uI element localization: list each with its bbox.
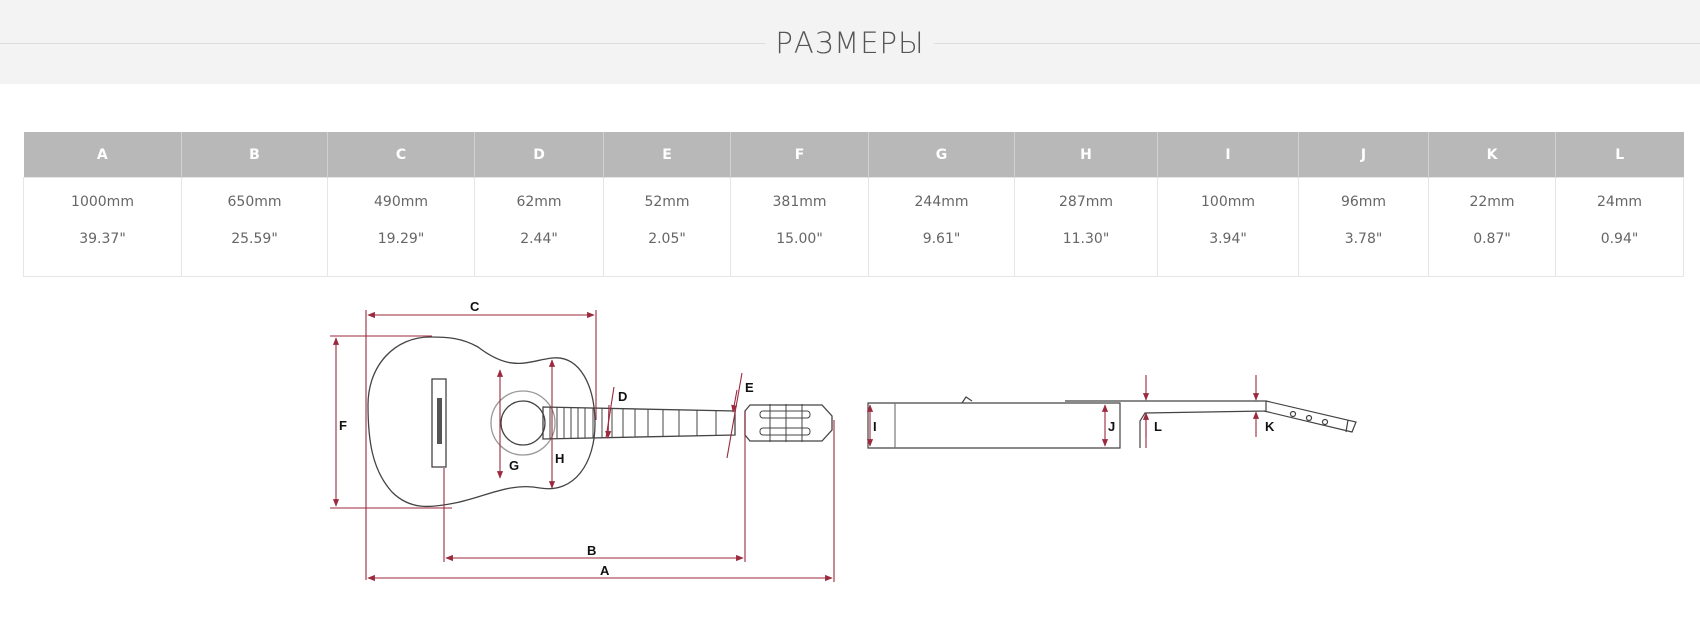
column-header-c: C bbox=[327, 132, 475, 178]
table-row: 1000mm 39.37" 650mm 25.59" 490mm 19.29" 62m… bbox=[23, 177, 1684, 277]
value-inch: 25.59" bbox=[231, 231, 278, 247]
guitar-front-view bbox=[367, 336, 833, 508]
table-header-row: A B C D E F G H I J K L bbox=[23, 132, 1684, 178]
value-inch: 11.30" bbox=[1062, 231, 1110, 247]
label-d: D bbox=[618, 389, 627, 404]
column-header-a: A bbox=[23, 132, 182, 178]
table-cell-a: 1000mm 39.37" bbox=[23, 177, 182, 277]
value-mm: 96mm bbox=[1340, 194, 1387, 210]
table-cell-e: 52mm 2.05" bbox=[603, 177, 731, 277]
page-title: РАЗМЕРЫ bbox=[765, 22, 935, 64]
value-inch: 2.44" bbox=[520, 231, 558, 247]
value-inch: 0.87" bbox=[1473, 231, 1511, 247]
value-mm: 490mm bbox=[374, 194, 428, 210]
guitar-side-view bbox=[867, 396, 1357, 449]
value-inch: 0.94" bbox=[1600, 231, 1639, 247]
neck bbox=[542, 406, 736, 440]
label-f: F bbox=[339, 418, 347, 433]
value-inch: 15.00" bbox=[776, 231, 823, 247]
value-mm: 381mm bbox=[772, 194, 827, 210]
value-mm: 22mm bbox=[1469, 194, 1515, 210]
sound-hole bbox=[500, 400, 546, 446]
value-inch: 39.37" bbox=[79, 231, 126, 247]
bridge bbox=[431, 378, 447, 468]
side-neck bbox=[1065, 400, 1267, 448]
label-h: H bbox=[555, 451, 564, 466]
value-inch: 2.05" bbox=[648, 231, 686, 247]
headstock bbox=[744, 404, 833, 442]
value-inch: 9.61" bbox=[922, 231, 961, 247]
value-mm: 1000mm bbox=[71, 194, 134, 210]
label-g: G bbox=[509, 458, 519, 473]
value-inch: 19.29" bbox=[377, 231, 425, 247]
value-mm: 287mm bbox=[1059, 194, 1113, 210]
frets bbox=[549, 407, 717, 439]
value-inch: 3.78" bbox=[1344, 231, 1383, 247]
side-headstock bbox=[1263, 400, 1357, 433]
saddle bbox=[437, 398, 442, 444]
column-header-g: G bbox=[868, 132, 1015, 178]
column-header-k: K bbox=[1428, 132, 1556, 178]
tuning-pegs bbox=[759, 404, 811, 442]
column-header-h: H bbox=[1014, 132, 1158, 178]
column-header-d: D bbox=[474, 132, 604, 178]
column-header-e: E bbox=[603, 132, 731, 178]
value-mm: 52mm bbox=[644, 194, 690, 210]
value-mm: 62mm bbox=[516, 194, 562, 210]
value-mm: 244mm bbox=[914, 194, 969, 210]
table-cell-f: 381mm 15.00" bbox=[730, 177, 869, 277]
value-inch: 3.94" bbox=[1209, 231, 1247, 247]
value-mm: 650mm bbox=[227, 194, 282, 210]
label-l: L bbox=[1154, 419, 1162, 434]
column-header-j: J bbox=[1298, 132, 1429, 178]
label-j: J bbox=[1108, 419, 1115, 434]
column-header-b: B bbox=[181, 132, 328, 178]
label-i: I bbox=[873, 419, 877, 434]
label-e: E bbox=[745, 380, 754, 395]
table-cell-j: 96mm 3.78" bbox=[1298, 177, 1429, 277]
table-cell-c: 490mm 19.29" bbox=[327, 177, 475, 277]
label-b: B bbox=[587, 543, 596, 558]
value-mm: 24mm bbox=[1596, 194, 1643, 210]
side-body bbox=[867, 402, 1121, 449]
table-cell-h: 287mm 11.30" bbox=[1014, 177, 1158, 277]
table-cell-b: 650mm 25.59" bbox=[181, 177, 328, 277]
side-bridge bbox=[961, 396, 973, 404]
dimensions-table: A B C D E F G H I J K L 1000mm 39.37" 650… bbox=[23, 132, 1684, 277]
guitar-body-outline bbox=[367, 336, 596, 508]
dimension-lines-front bbox=[330, 310, 835, 582]
label-a: A bbox=[600, 563, 610, 578]
dimension-lines-side bbox=[866, 375, 1260, 448]
value-mm: 100mm bbox=[1201, 194, 1255, 210]
table-cell-l: 24mm 0.94" bbox=[1555, 177, 1684, 277]
column-header-l: L bbox=[1555, 132, 1684, 178]
label-k: K bbox=[1265, 419, 1275, 434]
column-header-f: F bbox=[730, 132, 869, 178]
label-c: C bbox=[470, 299, 480, 314]
title-band: РАЗМЕРЫ bbox=[0, 0, 1700, 84]
column-header-i: I bbox=[1157, 132, 1299, 178]
